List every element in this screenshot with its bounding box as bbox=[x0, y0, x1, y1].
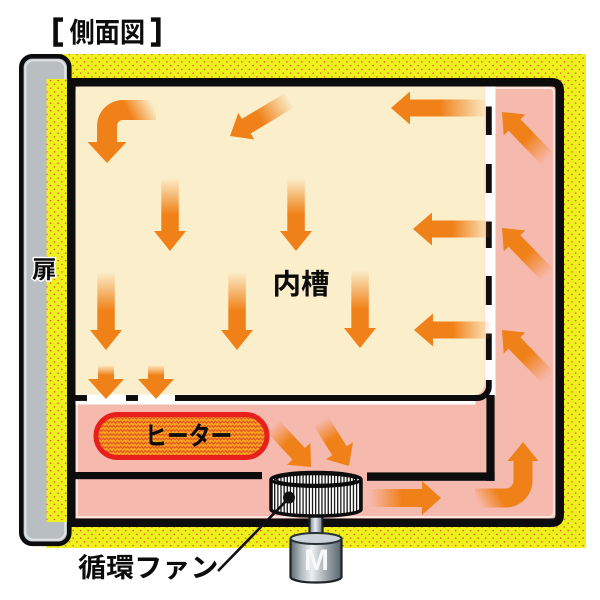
glyph-環 bbox=[106, 554, 134, 580]
door-label bbox=[30, 256, 57, 283]
arrow-riser-up-2 bbox=[502, 228, 554, 282]
glyph-面 bbox=[95, 20, 119, 45]
arrow-lower-down-3 bbox=[344, 270, 376, 348]
glyph-フ bbox=[137, 557, 160, 579]
glyph-ー bbox=[168, 432, 187, 438]
inner-chamber bbox=[75, 86, 485, 395]
fan-drum bbox=[269, 470, 363, 518]
arrow-top-left-bend-down bbox=[87, 100, 156, 163]
arrow-fan-out-right bbox=[370, 481, 441, 515]
partition-left bbox=[71, 472, 262, 480]
glyph-ヒ bbox=[149, 424, 164, 446]
arrow-top-center-left-down bbox=[230, 92, 295, 140]
arrow-upper-down-1 bbox=[154, 178, 186, 251]
fan-drum-inner-rim bbox=[275, 473, 357, 486]
arrow-top-right-left bbox=[391, 91, 488, 125]
arrow-lower-down-2 bbox=[221, 272, 253, 350]
glyph-タ bbox=[189, 423, 209, 447]
diagram-title bbox=[53, 17, 161, 47]
arrow-lower-down-1 bbox=[90, 272, 122, 350]
glyph-図 bbox=[121, 19, 144, 45]
glyph-循 bbox=[78, 554, 106, 580]
arrow-outlet-down-2 bbox=[138, 365, 174, 399]
fan-drum-rim bbox=[269, 471, 363, 488]
arrow-to-fan-2 bbox=[313, 416, 353, 466]
partition-vertical bbox=[486, 395, 495, 481]
airflow-arrows bbox=[87, 91, 554, 515]
motor-body bbox=[289, 538, 343, 584]
inner-chamber-label bbox=[275, 269, 329, 297]
title-close-bracket bbox=[150, 17, 161, 47]
arrow-riser-up-1 bbox=[502, 112, 554, 166]
arrow-corner-up bbox=[475, 442, 539, 508]
title-open-bracket bbox=[53, 17, 63, 47]
glyph-内 bbox=[275, 269, 299, 297]
arrow-lower-right-left bbox=[414, 313, 492, 347]
fan-leader-line bbox=[217, 497, 290, 572]
arrow-upper-down-2 bbox=[280, 178, 312, 251]
insulation-strip-over-door bbox=[46, 79, 70, 522]
circulation-fan-label bbox=[78, 554, 217, 580]
glyph-ン bbox=[193, 556, 217, 579]
motor-top bbox=[289, 532, 343, 545]
arrow-riser-up-3 bbox=[502, 330, 554, 384]
motor: M bbox=[289, 532, 343, 584]
fan-leader-dot bbox=[283, 491, 295, 504]
glyph-槽 bbox=[301, 269, 329, 297]
motor-label: M bbox=[304, 544, 329, 577]
arrow-mid-right-left bbox=[413, 212, 492, 246]
heater-label bbox=[149, 423, 231, 447]
arrow-to-fan-1 bbox=[266, 420, 311, 467]
duct-partitions bbox=[71, 395, 495, 481]
glyph-側 bbox=[69, 18, 94, 45]
glyph-ー bbox=[212, 432, 231, 438]
oven-body-inner-edge bbox=[76, 87, 555, 518]
circulation-fan: M bbox=[217, 470, 363, 584]
glyph-ァ bbox=[166, 561, 188, 580]
partition-right bbox=[367, 472, 495, 481]
arrow-outlet-down-1 bbox=[88, 365, 124, 399]
glyph-扉 bbox=[30, 256, 57, 283]
